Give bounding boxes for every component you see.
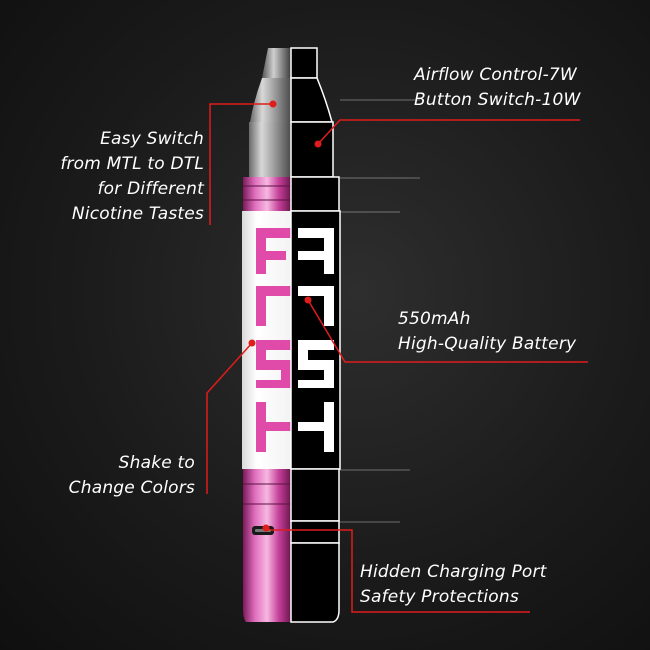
callout-airflow: Airflow Control-7W Button Switch-10W bbox=[414, 63, 581, 113]
callout-airflow-line-2: Button Switch-10W bbox=[414, 90, 581, 110]
device-cutaway bbox=[290, 47, 341, 623]
callout-easy-switch-line-3: for Different bbox=[97, 179, 204, 199]
callout-shake-line-2: Change Colors bbox=[68, 478, 195, 498]
callout-charging: Hidden Charging Port Safety Protections bbox=[360, 560, 547, 610]
callout-charging-line-2: Safety Protections bbox=[360, 587, 519, 607]
callout-easy-switch-line-2: from MTL to DTL bbox=[60, 154, 204, 174]
callout-airflow-line-1: Airflow Control-7W bbox=[414, 65, 577, 85]
callout-lines bbox=[206, 103, 588, 613]
callout-battery-line-2: High-Quality Battery bbox=[398, 334, 577, 354]
callout-easy-switch-line-1: Easy Switch bbox=[100, 129, 204, 149]
callout-shake: Shake to Change Colors bbox=[69, 451, 195, 501]
callout-easy-switch: Easy Switch from MTL to DTL for Differen… bbox=[60, 127, 204, 227]
brand-wordmark-right bbox=[298, 228, 334, 452]
callout-battery: 550mAh High-Quality Battery bbox=[398, 307, 576, 357]
brand-wordmark-left bbox=[256, 228, 291, 452]
callout-easy-switch-line-4: Nicotine Tastes bbox=[71, 204, 204, 224]
callout-dots bbox=[248, 100, 322, 532]
callout-shake-line-1: Shake to bbox=[118, 453, 195, 473]
light-streaks bbox=[340, 99, 420, 523]
device-exterior bbox=[242, 48, 291, 622]
callout-charging-line-1: Hidden Charging Port bbox=[360, 562, 547, 582]
callout-battery-line-1: 550mAh bbox=[398, 309, 471, 329]
